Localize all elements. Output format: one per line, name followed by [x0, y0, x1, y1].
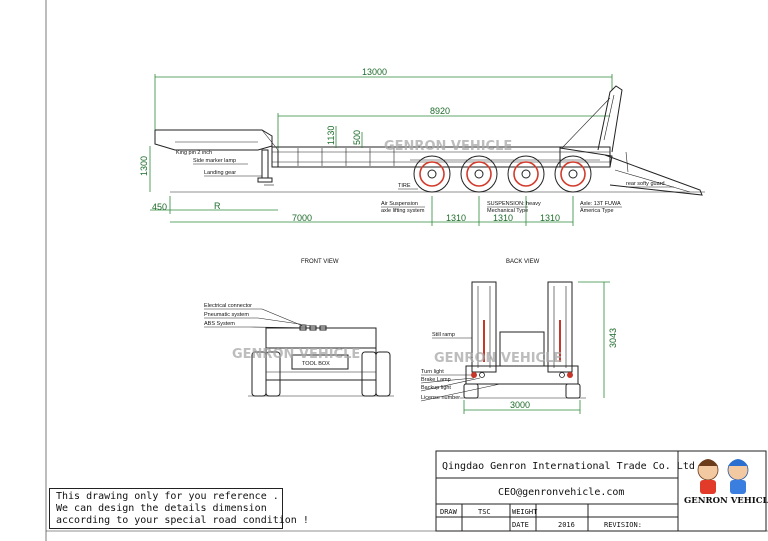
- dim-deck-label: 8920: [430, 106, 450, 116]
- front-tire-right-inner: [361, 351, 377, 397]
- dim-axle-spacing-3: 1310: [540, 213, 560, 223]
- label-tire: TIRE: [398, 183, 411, 189]
- wheel-3: [507, 155, 545, 193]
- back-ramp-left: [471, 281, 497, 373]
- label-electrical: Electrical connector: [204, 303, 252, 309]
- label-rear-guard: rear softy guard: [626, 181, 665, 187]
- logo-text: GENRON VEHICL: [684, 496, 768, 506]
- front-view-title: FRONT VIEW: [301, 259, 339, 265]
- front-view: FRONT VIEW TOOL BOX Electrical connector…: [204, 259, 394, 397]
- dim-back-height-label: 3043: [608, 328, 618, 348]
- dim-axle-spacing-2: 1310: [493, 213, 513, 223]
- label-license: License number: [421, 395, 460, 401]
- front-toolbox: [291, 354, 349, 370]
- front-top-plate: [265, 327, 377, 349]
- back-view-title: BACK VIEW: [506, 259, 540, 265]
- dim-overall-label: 13000: [362, 67, 387, 77]
- watermark-back: GENRON VEHICLE: [434, 351, 562, 366]
- label-air-suspension: Air Suspension: [381, 201, 418, 207]
- title-block: Qingdao Genron International Trade Co. L…: [435, 450, 768, 532]
- rear-frame: [559, 147, 613, 168]
- label-king-pin: King pin 2 inch: [176, 150, 212, 156]
- dim-r-label: R: [214, 201, 221, 211]
- company-name: Qingdao Genron International Trade Co. L…: [442, 461, 695, 472]
- side-view: 13000 8920 1130 500: [139, 67, 705, 226]
- dim-beam-label: 500: [352, 130, 362, 145]
- date-value: 2016: [558, 521, 575, 529]
- disclaimer-line-2: We can design the details dimension: [56, 503, 267, 514]
- wheel-group: [410, 155, 600, 193]
- disclaimer-line-3: according to your special road condition…: [56, 515, 309, 526]
- revision-label: REVISION:: [604, 521, 642, 529]
- watermark-front: GENRON VEHICLE: [232, 347, 360, 362]
- dim-wheelbase-label: 7000: [292, 213, 312, 223]
- gooseneck: [154, 129, 273, 151]
- landing-gear: [261, 149, 269, 179]
- logo-mascots: [697, 459, 749, 494]
- disclaimer-line-1: This drawing only for you reference .: [56, 491, 279, 502]
- date-label: DATE: [512, 521, 529, 529]
- weight-label: WEIGHT: [512, 508, 538, 516]
- label-side-marker: Side marker lamp: [193, 158, 236, 164]
- draw-value: TSC: [478, 508, 491, 516]
- disclaimer-note: This drawing only for you reference . We…: [49, 488, 309, 529]
- draw-label: DRAW: [440, 508, 458, 516]
- front-tire-right-outer: [375, 351, 391, 397]
- label-toolbox: TOOL BOX: [302, 361, 330, 367]
- label-mech-type: Mechanical Type: [487, 208, 528, 214]
- wheel-4: [554, 155, 592, 193]
- dim-height-label: 1300: [139, 156, 149, 176]
- back-lamp-right: [567, 372, 573, 378]
- back-view: BACK VIEW 3043 3000 Still ramp Tur: [420, 259, 618, 414]
- rear-ramp-raised: [597, 85, 623, 153]
- label-axle: Axle: 13T FUWA: [580, 201, 621, 207]
- wheel-1: [413, 155, 451, 193]
- label-axle-lifting: axle lifting system: [381, 208, 425, 214]
- back-body: [465, 365, 579, 385]
- back-lamp-left: [471, 372, 477, 378]
- dim-back-width-label: 3000: [510, 400, 530, 410]
- label-brake-lamp: Brake Lamp: [421, 377, 451, 383]
- label-backup-light: Backup light: [421, 385, 451, 391]
- back-ramp-right: [547, 281, 573, 373]
- company-email: CEO@genronvehicle.com: [498, 487, 624, 498]
- label-pneumatic: Pneumatic system: [204, 312, 249, 318]
- wheel-2: [460, 155, 498, 193]
- dim-front-overhang-label: 450: [152, 202, 167, 212]
- label-america-type: America Type: [580, 208, 614, 214]
- label-suspension: SUSPENSION: heavy: [487, 201, 541, 207]
- dim-gooseneck-label: 1130: [326, 126, 336, 145]
- label-turn-light: Turn light: [421, 369, 444, 375]
- label-still-ramp: Still ramp: [432, 332, 455, 338]
- logo-box: [677, 450, 767, 532]
- dim-axle-spacing-1: 1310: [446, 213, 466, 223]
- label-landing-gear: Landing gear: [204, 170, 236, 176]
- watermark-side: GENRON VEHICLE: [384, 139, 512, 154]
- rear-ramp-folded: [604, 154, 703, 196]
- back-center-panel: [499, 331, 545, 367]
- label-abs: ABS System: [204, 321, 235, 327]
